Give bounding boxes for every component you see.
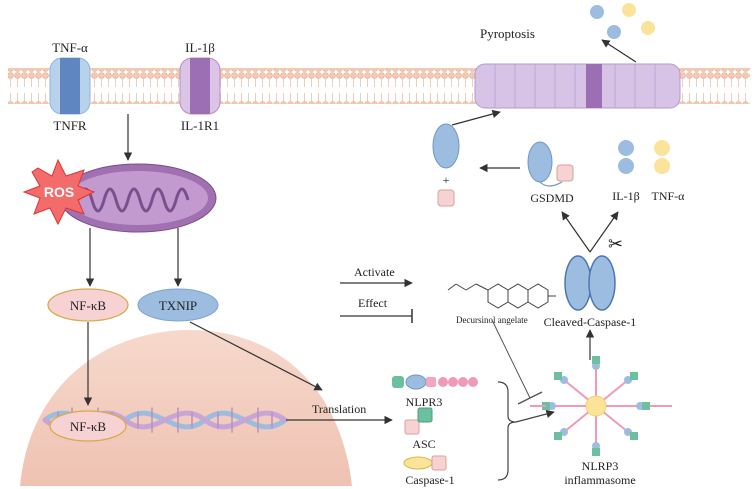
- gsdmd-n-terminal: [432, 123, 460, 169]
- txnip-label: TXNIP: [159, 298, 197, 313]
- legend-effect-label: Effect: [358, 296, 388, 310]
- arrow-txnip-to-nlrp3: [189, 321, 323, 391]
- il1r1-label: IL-1R1: [181, 118, 219, 133]
- ros-burst: ROS: [22, 158, 96, 226]
- translation-label: Translation: [312, 402, 366, 416]
- tnfr-receptor: [49, 57, 91, 115]
- arrow-to-inflammasome: [515, 409, 555, 423]
- il1b-label: IL-1β: [185, 40, 215, 55]
- pyroptosis-label: Pyroptosis: [480, 26, 535, 41]
- nlrp3-inflammasome-shape: [530, 356, 672, 456]
- gsdmd-pore: [474, 63, 681, 109]
- nlpr3-label: NLPR3: [406, 395, 443, 409]
- released-il1b-label: IL-1β: [612, 189, 639, 203]
- nfkb-oval: [47, 288, 129, 322]
- tnfr-label: TNFR: [53, 118, 87, 133]
- drug-inhibition-line: [491, 319, 531, 399]
- arrow-to-cytokines: [589, 211, 619, 253]
- inflammasome-label-2: inflammasome: [564, 473, 635, 487]
- pyroptosis-released-dots: [590, 3, 655, 39]
- tnf-alpha-label: TNF-α: [52, 40, 88, 55]
- arrow-to-gsdmd: [561, 211, 591, 253]
- scissors-icon: ✂: [608, 234, 623, 255]
- nfkb-nucleus-oval: [49, 410, 127, 442]
- caspase1-shape: [403, 455, 447, 471]
- gsdmd-label: GSDMD: [530, 191, 574, 205]
- released-tnf-label: TNF-α: [652, 189, 686, 203]
- arrow-to-pore: [451, 109, 501, 126]
- drug-inhibition-bar: [517, 391, 543, 405]
- cleaved-caspase-label: Cleaved-Caspase-1: [544, 315, 637, 329]
- released-il1b-dots: [618, 140, 634, 174]
- released-tnf-dots: [654, 140, 670, 174]
- asc-shape: [404, 407, 433, 435]
- arrow-to-pyroptosis: [601, 39, 637, 63]
- asc-label: ASC: [412, 437, 435, 451]
- nlpr3-shape: [392, 374, 478, 390]
- ros-label: ROS: [44, 184, 74, 200]
- plus-sign: +: [443, 173, 450, 187]
- assembly-bracket: [497, 381, 517, 481]
- legend-activate-label: Activate: [354, 265, 395, 279]
- mitochondrion: [59, 163, 217, 233]
- il1r1-receptor: [179, 57, 221, 115]
- decursinol-angelate-label: Decursinol angelate: [456, 315, 528, 325]
- gsdmd-shape: [527, 141, 574, 187]
- inflammasome-label-1: NLRP3: [582, 459, 619, 473]
- nucleus: [20, 330, 352, 486]
- gsdmd-c-terminal: [437, 189, 455, 207]
- nfkb-nucleus-label: NF-κB: [70, 419, 106, 434]
- txnip-oval: [137, 288, 219, 322]
- caspase1-label: Caspase-1: [405, 473, 454, 487]
- decursinol-angelate-structure: [447, 283, 556, 309]
- cleaved-caspase-shape: [564, 255, 616, 311]
- nfkb-label: NF-κB: [70, 298, 106, 313]
